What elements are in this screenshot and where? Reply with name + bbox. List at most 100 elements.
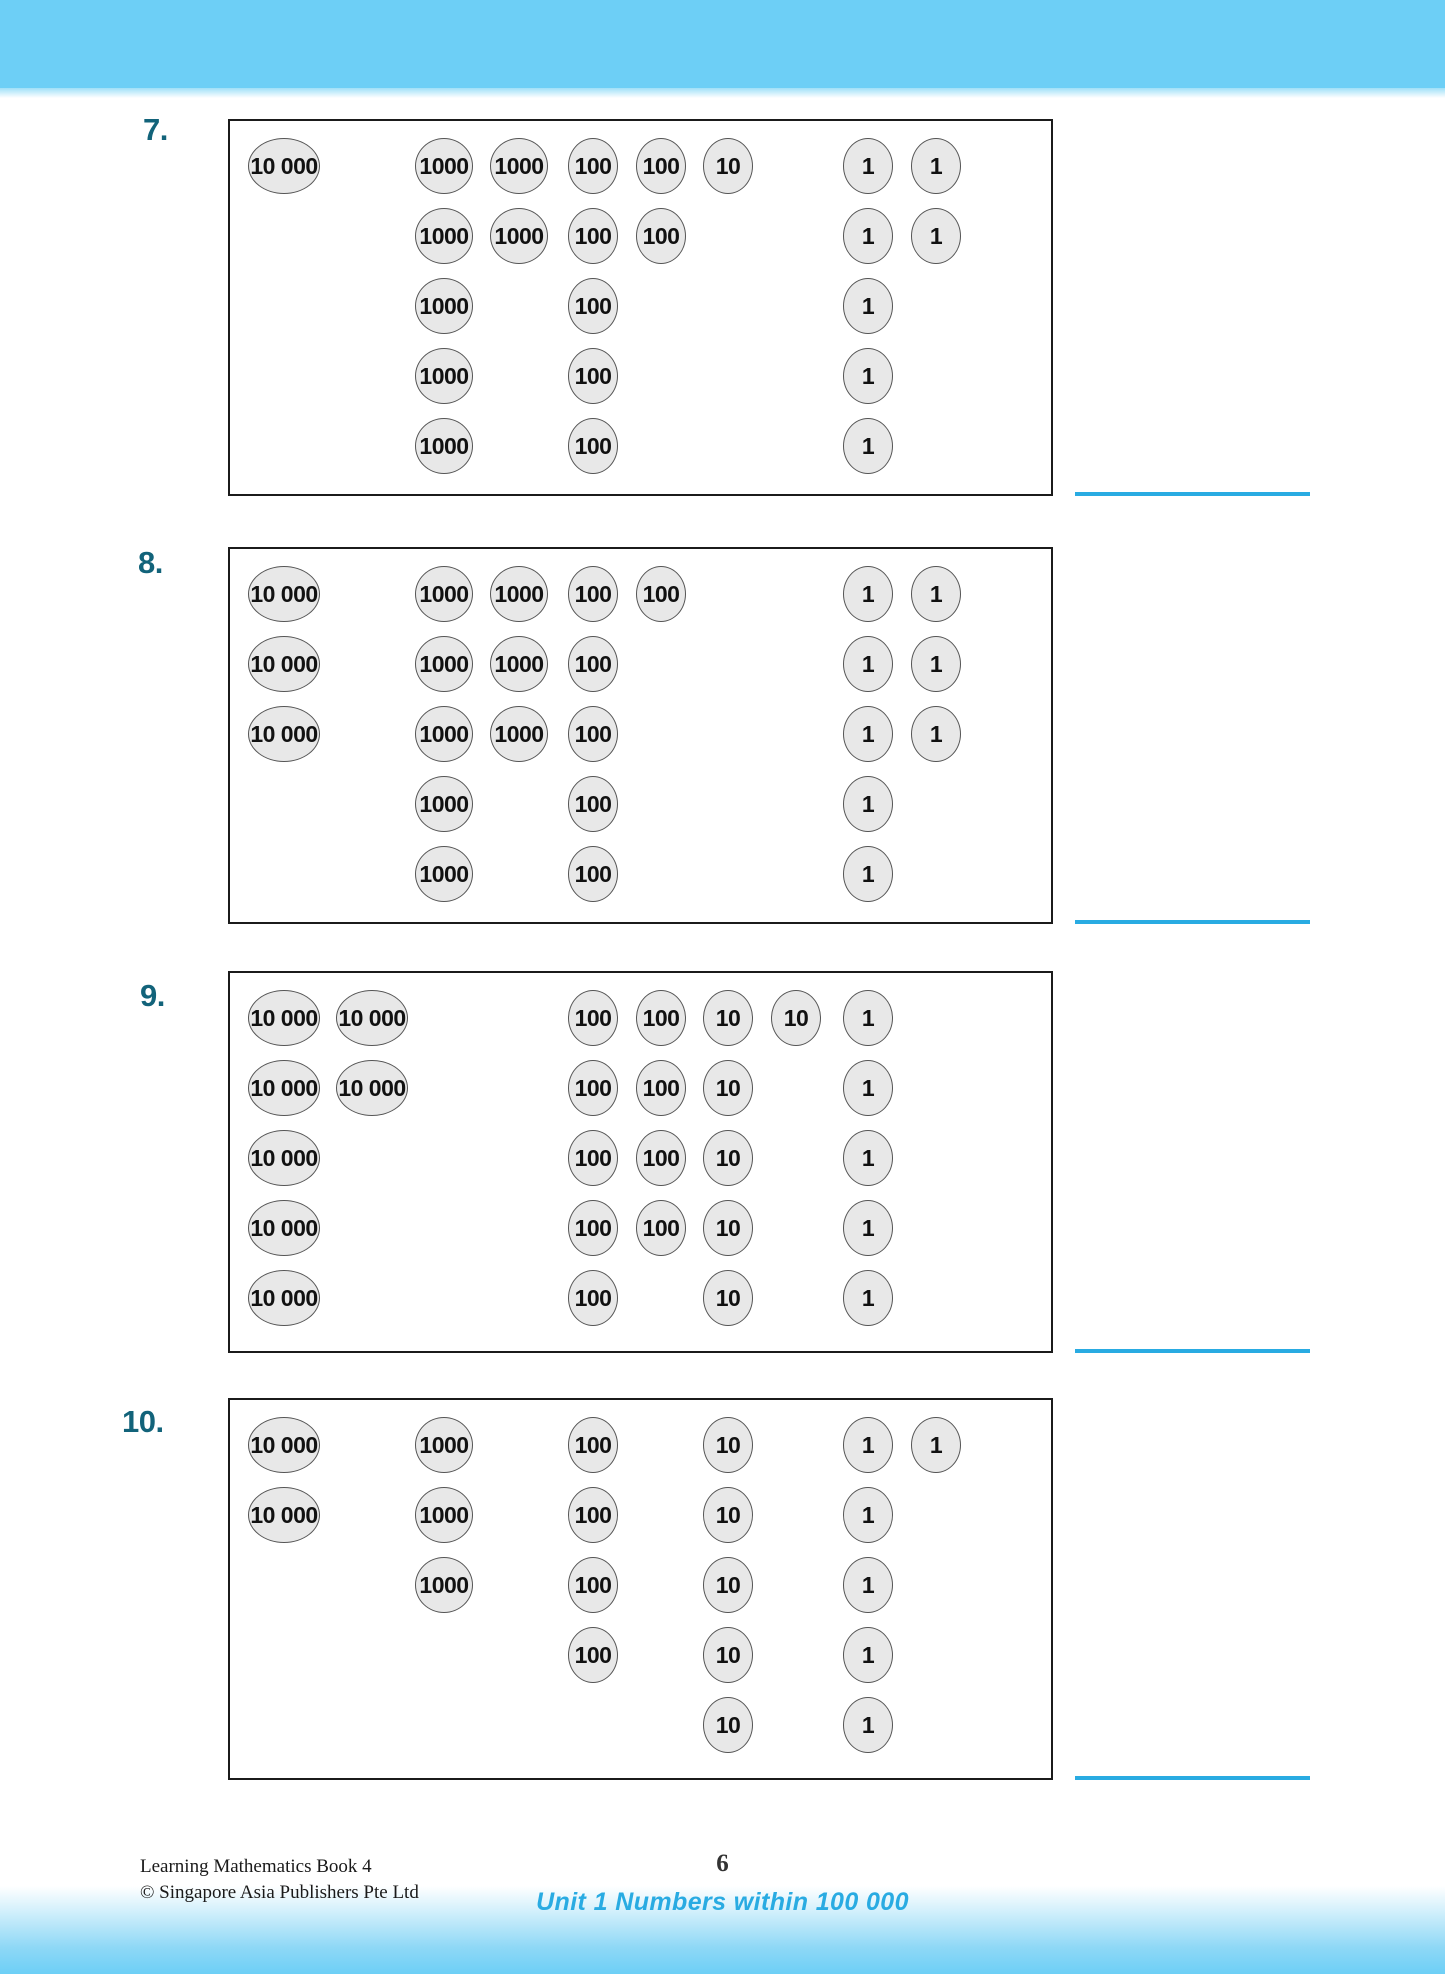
disc-row: 10 <box>703 1487 771 1557</box>
disc-row: 100 <box>568 636 704 706</box>
disc-row: 10 000 <box>248 1130 424 1200</box>
disc-row: 1 <box>843 348 979 418</box>
disc-row: 1000 <box>415 1487 490 1557</box>
disc-row: 1000 <box>415 278 565 348</box>
place-value-disc-1: 1 <box>911 208 961 264</box>
disc-row: 10 000 <box>248 1270 424 1340</box>
place-value-disc-10000: 10 000 <box>248 566 320 622</box>
place-value-disc-10: 10 <box>703 1627 753 1683</box>
disc-row: 1000 <box>415 418 565 488</box>
place-value-disc-100: 100 <box>568 348 618 404</box>
place-value-disc-1: 1 <box>843 1627 893 1683</box>
disc-row: 10 <box>703 138 771 208</box>
place-value-disc-100: 100 <box>568 636 618 692</box>
place-value-disc-1: 1 <box>843 208 893 264</box>
disc-row: 1 <box>843 1060 911 1130</box>
disc-row: 100 <box>568 278 704 348</box>
place-value-disc-100: 100 <box>568 1200 618 1256</box>
disc-row: 10 000 <box>248 138 336 208</box>
place-value-disc-100: 100 <box>636 1060 686 1116</box>
top-decorative-banner <box>0 0 1445 88</box>
place-value-disc-10000: 10 000 <box>248 1060 320 1116</box>
place-value-disc-100: 100 <box>568 208 618 264</box>
place-value-disc-10: 10 <box>703 1487 753 1543</box>
place-value-disc-100: 100 <box>636 138 686 194</box>
answer-line[interactable] <box>1075 920 1310 924</box>
disc-row: 10 000 <box>248 636 336 706</box>
disc-row: 1 <box>843 776 979 846</box>
disc-row: 10 <box>703 1270 839 1340</box>
place-value-disc-1000: 1000 <box>490 138 548 194</box>
place-value-disc-10: 10 <box>703 1417 753 1473</box>
disc-row: 100 <box>568 706 704 776</box>
place-value-disc-100: 100 <box>568 566 618 622</box>
top-banner-fade <box>0 88 1445 98</box>
place-value-disc-1: 1 <box>843 348 893 404</box>
place-value-disc-1: 1 <box>843 990 893 1046</box>
question-number: 9. <box>140 978 165 1013</box>
disc-row: 10 <box>703 1557 771 1627</box>
place-value-disc-10000: 10 000 <box>248 636 320 692</box>
place-value-disc-10000: 10 000 <box>336 990 408 1046</box>
place-value-disc-100: 100 <box>568 278 618 334</box>
answer-line[interactable] <box>1075 1776 1310 1780</box>
place-value-disc-1: 1 <box>843 1060 893 1116</box>
place-value-disc-1000: 1000 <box>415 208 473 264</box>
disc-row: 10 <box>703 1417 771 1487</box>
question-number: 7. <box>143 112 168 147</box>
place-value-disc-1: 1 <box>911 566 961 622</box>
footer-imprint: Learning Mathematics Book 4 © Singapore … <box>140 1854 419 1905</box>
footer-copyright: © Singapore Asia Publishers Pte Ltd <box>140 1881 419 1903</box>
answer-line[interactable] <box>1075 492 1310 496</box>
place-value-disc-10000: 10 000 <box>248 1270 320 1326</box>
place-value-disc-1: 1 <box>843 566 893 622</box>
disc-row: 1 <box>843 846 979 916</box>
disc-row: 1 <box>843 278 979 348</box>
disc-row: 10 000 <box>248 1417 336 1487</box>
disc-row: 100 <box>568 1627 636 1697</box>
place-value-disc-10: 10 <box>703 1060 753 1116</box>
place-value-disc-1000: 1000 <box>415 278 473 334</box>
disc-row: 100 <box>568 1557 636 1627</box>
place-value-disc-10000: 10 000 <box>248 1200 320 1256</box>
disc-row: 1000 <box>415 776 565 846</box>
disc-row: 10 000 <box>248 566 336 636</box>
disc-column-10000: 10 000 <box>248 138 336 208</box>
footer-page-number: 6 <box>716 1850 729 1877</box>
place-value-disc-1000: 1000 <box>415 138 473 194</box>
disc-row: 1 <box>843 990 911 1060</box>
place-value-disc-1: 1 <box>911 706 961 762</box>
place-value-disc-1: 1 <box>843 776 893 832</box>
answer-line[interactable] <box>1075 1349 1310 1353</box>
disc-row: 1 <box>843 1697 979 1767</box>
place-value-disc-100: 100 <box>568 706 618 762</box>
disc-row: 10 <box>703 1060 839 1130</box>
place-value-disc-1000: 1000 <box>415 418 473 474</box>
place-value-disc-1: 1 <box>843 138 893 194</box>
place-value-disc-1: 1 <box>843 1130 893 1186</box>
place-value-disc-1000: 1000 <box>415 636 473 692</box>
place-value-disc-1000: 1000 <box>415 706 473 762</box>
place-value-disc-1: 1 <box>843 278 893 334</box>
disc-row: 1000 <box>415 348 565 418</box>
place-value-disc-1: 1 <box>843 1200 893 1256</box>
question-number: 10. <box>122 1404 164 1439</box>
place-value-disc-100: 100 <box>568 1557 618 1613</box>
place-value-disc-1000: 1000 <box>490 636 548 692</box>
